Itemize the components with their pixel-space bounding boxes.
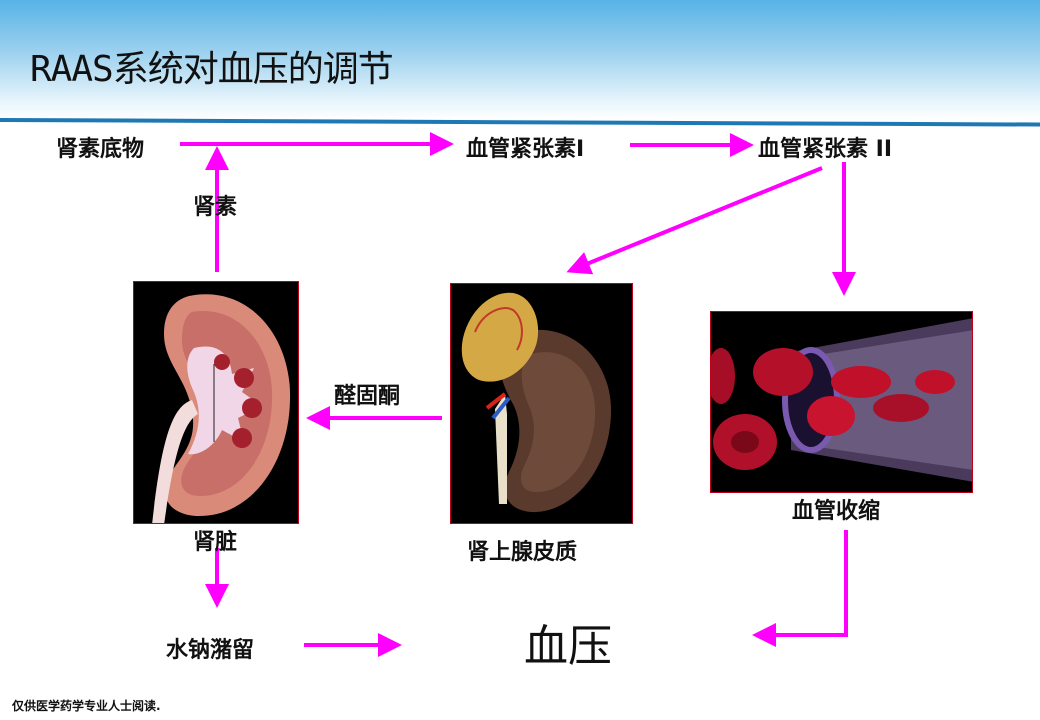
label-blood-pressure: 血压 [524, 621, 612, 672]
arrow-ang2-to-adrenal [566, 166, 823, 275]
footer-note: 仅供医学药学专业人士阅读. [12, 699, 161, 713]
label-renin: 肾素 [193, 195, 238, 220]
label-renin-substrate: 肾素底物 [56, 137, 145, 162]
label-aldosterone: 醛固酮 [334, 384, 401, 409]
blood-vessel-image [710, 311, 973, 493]
adrenal-gland-image [450, 283, 633, 524]
label-adrenal-cortex: 肾上腺皮质 [467, 540, 578, 565]
arrow-vessel-to-bp [752, 530, 848, 647]
label-angiotensin-1: 血管紧张素I [466, 137, 585, 162]
slide-title: RAAS系统对血压的调节 [30, 49, 394, 90]
label-kidney: 肾脏 [193, 530, 238, 555]
label-angiotensin-2: 血管紧张素 II [758, 137, 893, 162]
kidney-image [133, 281, 299, 524]
header-banner [0, 0, 1040, 120]
vessel-illustration [711, 312, 972, 492]
label-vasoconstriction: 血管收缩 [792, 499, 881, 524]
kidney-illustration [134, 282, 298, 523]
label-water-sodium-retention: 水钠潴留 [166, 638, 255, 663]
adrenal-illustration [451, 284, 632, 523]
